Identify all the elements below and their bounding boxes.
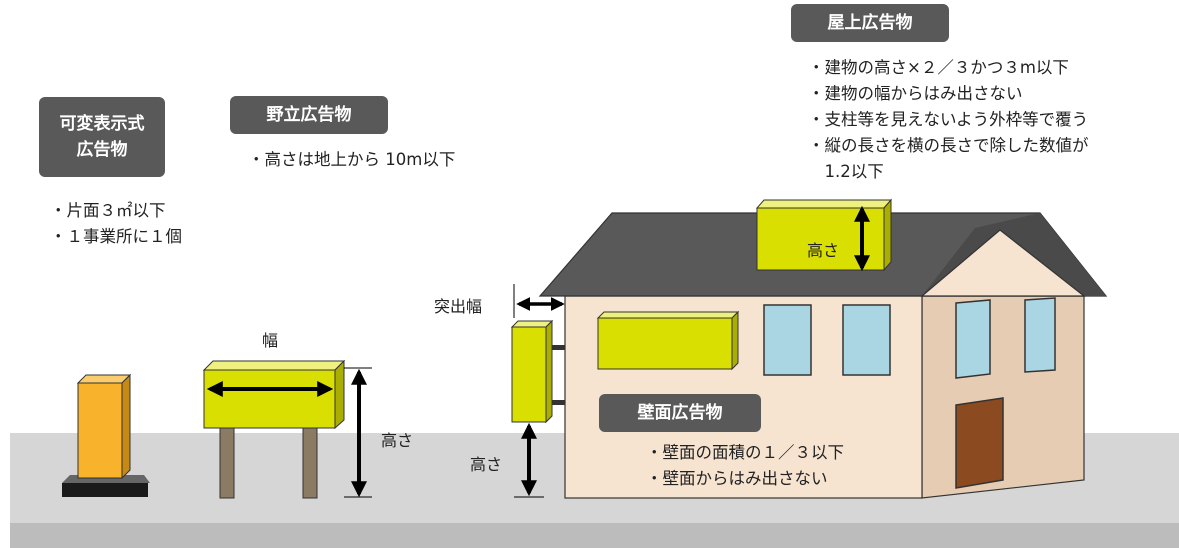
window xyxy=(842,304,891,376)
wall-sign-title: 壁面広告物 xyxy=(599,394,761,432)
freestanding-height-label: 高さ xyxy=(381,431,414,450)
list-item: ・建物の高さ×２／３かつ３m以下 xyxy=(808,58,1069,77)
door xyxy=(955,397,1004,489)
freestanding-sign-rules: ・高さは地上から 10m以下 xyxy=(248,147,455,173)
variable-sign-title-line1: 可変表示式 xyxy=(59,114,145,134)
projection-width-label: 突出幅 xyxy=(434,297,483,316)
list-item: ・建物の幅からはみ出さない xyxy=(808,84,1023,103)
list-item: ・高さは地上から 10m以下 xyxy=(248,150,456,169)
window xyxy=(763,304,812,376)
variable-sign-title-line2: 広告物 xyxy=(76,140,128,160)
ground-strip xyxy=(10,523,1179,548)
window xyxy=(955,299,991,379)
rooftop-sign-title: 屋上広告物 xyxy=(791,4,949,42)
list-item: ・縦の長さを横の長さで除した数値が xyxy=(808,136,1089,155)
list-item: ・１事業所に１個 xyxy=(50,227,182,246)
width-label: 幅 xyxy=(262,331,279,350)
list-item: 1.2以下 xyxy=(808,162,884,181)
wall-sign xyxy=(596,310,740,371)
variable-display-sign xyxy=(62,373,150,497)
list-item: ・片面３㎡以下 xyxy=(50,201,166,220)
rooftop-sign-rules: ・建物の高さ×２／３かつ３m以下 ・建物の幅からはみ出さない ・支柱等を見えない… xyxy=(808,55,1089,185)
window xyxy=(1024,297,1056,373)
rooftop-height-label: 高さ xyxy=(807,241,840,260)
projecting-sign xyxy=(510,319,565,424)
wall-height-label: 高さ xyxy=(470,455,503,474)
wall-sign-rules: ・壁面の面積の１／３以下 ・壁面からはみ出さない xyxy=(646,440,844,492)
freestanding-sign-title: 野立広告物 xyxy=(230,96,388,134)
list-item: ・壁面からはみ出さない xyxy=(646,469,828,488)
variable-sign-title: 可変表示式 広告物 xyxy=(39,97,165,177)
list-item: ・壁面の面積の１／３以下 xyxy=(646,443,844,462)
freestanding-sign xyxy=(202,359,346,499)
variable-sign-rules: ・片面３㎡以下 ・１事業所に１個 xyxy=(50,198,182,250)
list-item: ・支柱等を見えないよう外枠等で覆う xyxy=(808,110,1089,129)
